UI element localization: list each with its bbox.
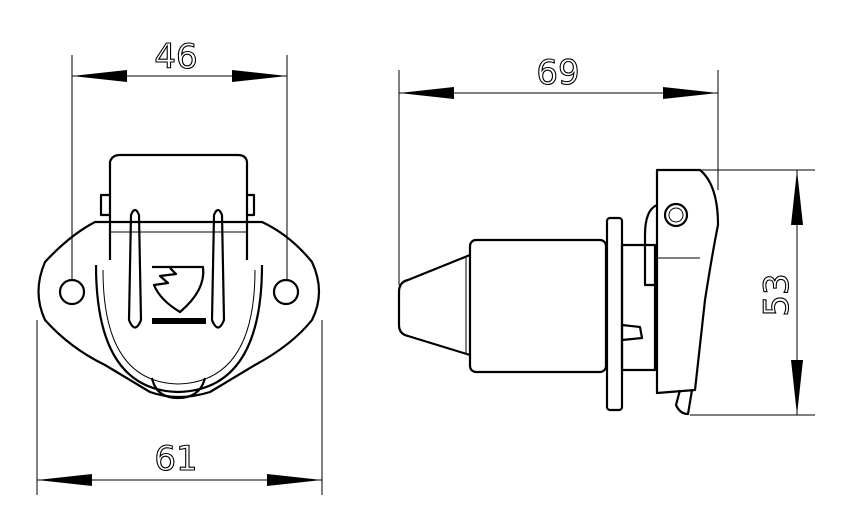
mounting-plate [37,220,321,399]
dimension-53: 53 [756,170,803,415]
pin-left [127,208,143,329]
dimension-label-53: 53 [757,273,797,316]
dimension-69: 69 [399,52,718,99]
hinge-pin [663,202,689,228]
cable-cone [397,253,471,357]
pin-right [210,208,226,329]
brand-logo [152,265,205,314]
latch-tab [674,389,694,416]
latch-bottom [150,377,207,400]
neck [620,243,657,372]
side-view [397,70,815,416]
dimension-label-69: 69 [536,53,579,93]
socket-housing [655,168,720,395]
flange [605,216,624,412]
dimension-46: 46 [72,36,287,82]
dimension-label-61: 61 [154,439,197,479]
socket-body [94,264,264,394]
cover-lid [108,153,249,260]
dimension-label-46: 46 [154,37,197,77]
cylinder-body [468,238,608,374]
dimension-61: 61 [37,438,322,486]
mounting-hole-right [272,278,300,306]
logo-text-mark [152,318,206,324]
front-view [36,55,323,495]
mounting-hole-left [58,278,86,306]
